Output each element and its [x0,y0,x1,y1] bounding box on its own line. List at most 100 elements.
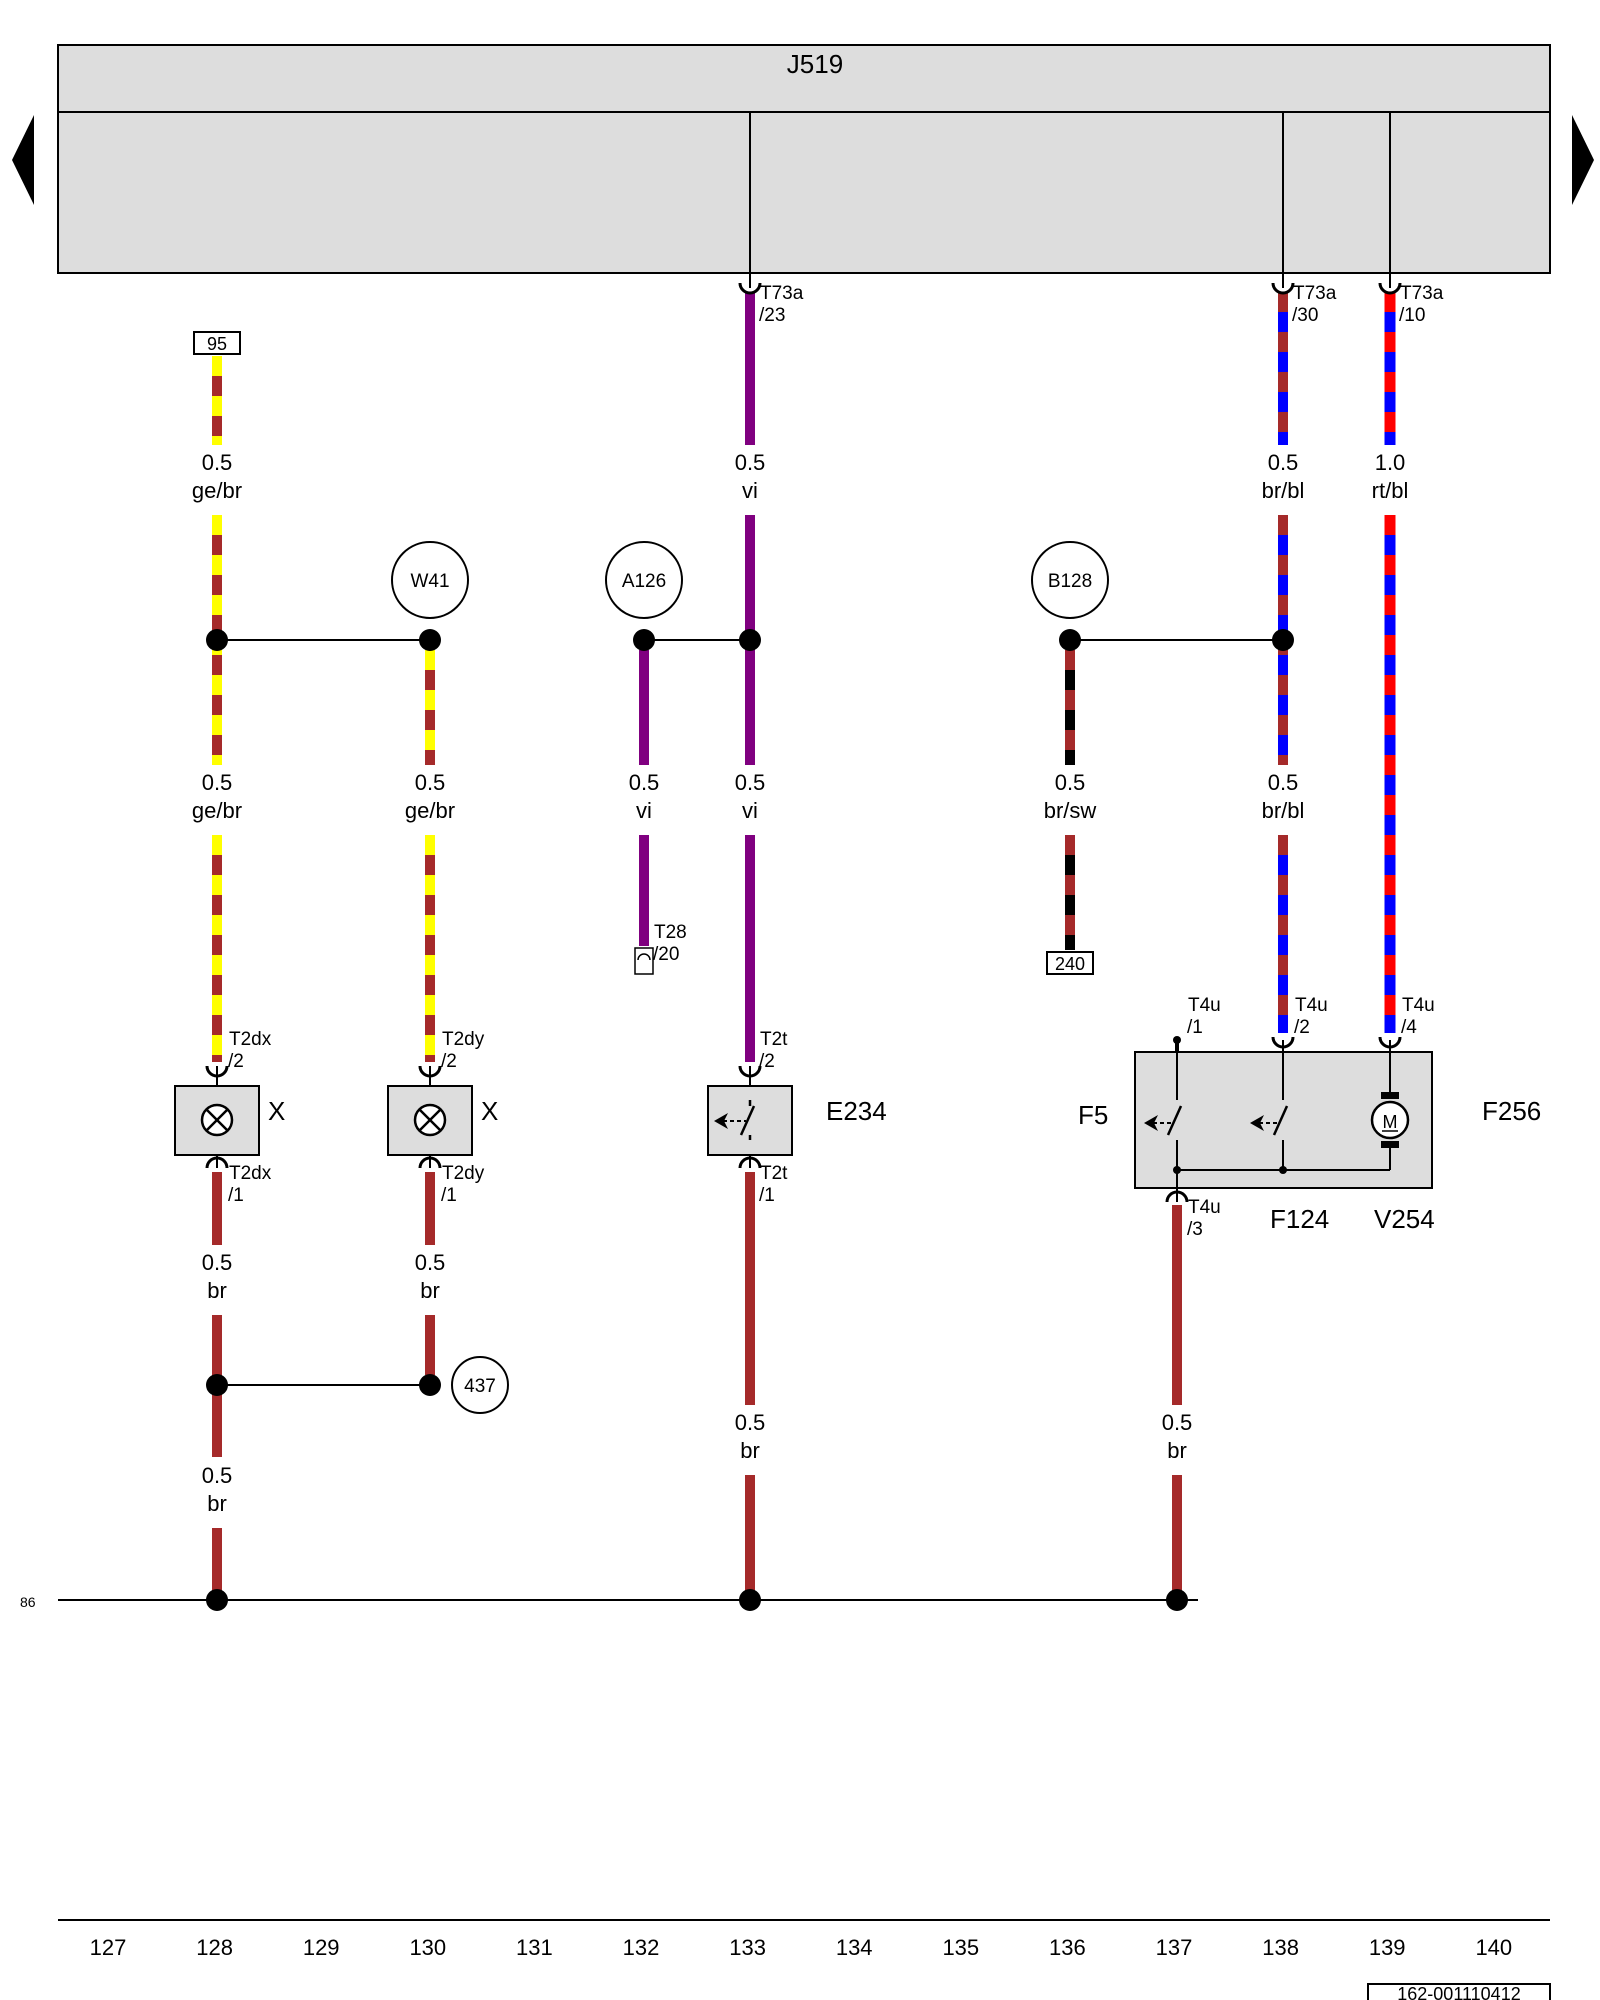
svg-text:E234: E234 [826,1096,887,1126]
svg-text:F256: F256 [1482,1096,1541,1126]
connector-pin-label: /20 [653,944,679,965]
svg-text:F124: F124 [1270,1204,1329,1234]
wire-color-label: br/bl [1262,478,1305,503]
connector-name-label: T2t [760,1163,788,1184]
connector-pin-label: /2 [441,1051,457,1072]
lamp-x-left[interactable]: X [174,1066,285,1168]
connector-name-label: T4u [1188,995,1221,1016]
unit-f256[interactable]: F256 [1134,1051,1541,1189]
track-number: 127 [90,1935,127,1960]
svg-text:A126: A126 [622,571,666,592]
switch-f5[interactable]: F5 [1078,1100,1183,1136]
connector-name-label: T73a [1400,283,1444,304]
wire-color-label: ge/br [405,798,455,823]
junction-circle-w41[interactable]: W41 [391,541,469,620]
motor-icon [1370,1100,1410,1140]
connector-name-label: T2dx [229,1163,272,1184]
svg-text:95: 95 [207,334,227,354]
next-page-arrow-icon[interactable] [1572,115,1594,205]
lamp-x-right[interactable]: X [387,1066,498,1168]
track-number: 134 [836,1935,873,1960]
control-unit-label: J519 [787,49,843,79]
wire-gauge-label: 0.5 [202,1250,233,1275]
wire-color-label: ge/br [192,478,242,503]
splice-dots [206,629,1294,1611]
wire-gauge-label: 0.5 [202,770,233,795]
junction-circle-437[interactable]: 437 [451,1356,509,1414]
connector-name-label: T4u [1402,995,1435,1016]
track-number: 133 [729,1935,766,1960]
wire-gauge-label: 0.5 [735,1410,766,1435]
connector-name-label: T2dy [442,1029,485,1050]
wire-color-label: br [1167,1438,1187,1463]
wire-color-label: vi [636,798,652,823]
connector-pin-label: /1 [1187,1017,1203,1038]
track-number: 130 [409,1935,446,1960]
wire-color-label: br [420,1278,440,1303]
splice-lines [58,639,1283,1601]
wire-gauge-label: 0.5 [1055,770,1086,795]
wire-labels: 0.5ge/br0.5ge/br0.5ge/br0.5br0.5br0.5br0… [192,450,1408,1516]
svg-text:240: 240 [1055,954,1085,974]
track-number: 140 [1475,1935,1512,1960]
wire-color-label: br [207,1491,227,1516]
wire-gauge-label: 0.5 [202,1463,233,1488]
connector-pin-label: /1 [759,1185,775,1206]
svg-text:437: 437 [464,1376,496,1397]
wire-color-label: br/bl [1262,798,1305,823]
svg-text:162-001110412: 162-001110412 [1397,1984,1520,2000]
connector-t28-socket [634,947,654,975]
connector-pin-label: /2 [228,1051,244,1072]
wire-color-label: vi [742,478,758,503]
control-unit-j519: J519 [57,44,1551,274]
connector-name-label: T2dy [442,1163,485,1184]
track-number: 128 [196,1935,233,1960]
connector-labels: T73a/23T73a/30T73a/10T2dx/2T2dx/1T2dy/2T… [228,283,1444,1240]
connector-pin-label: /23 [759,305,785,326]
wire-gauge-label: 0.5 [735,770,766,795]
drawing-number-box: 162-001110412 [1367,1983,1551,2000]
wire-color-label: vi [742,798,758,823]
svg-text:M: M [1383,1112,1398,1132]
wire-gauge-label: 0.5 [629,770,660,795]
wire-gauge-label: 0.5 [735,450,766,475]
track-number: 135 [942,1935,979,1960]
switch-e234[interactable]: E234 [707,1066,887,1168]
switch-actuator-icon [1144,1115,1158,1131]
reference-box-240[interactable]: 240 [1046,951,1094,975]
wire-color-label: br [207,1278,227,1303]
track-number: 136 [1049,1935,1086,1960]
wire-gauge-label: 0.5 [415,770,446,795]
ground-line-label: 86 [20,1594,36,1610]
connector-name-label: T4u [1295,995,1328,1016]
wire-gauge-label: 0.5 [1268,770,1299,795]
svg-text:V254: V254 [1374,1204,1435,1234]
motor-v254[interactable]: M V254 [1370,1092,1435,1234]
track-number: 138 [1262,1935,1299,1960]
track-number: 139 [1369,1935,1406,1960]
junction-circle-a126[interactable]: A126 [605,541,683,619]
track-number: 132 [623,1935,660,1960]
connector-name-label: T28 [654,922,687,943]
wire-color-label: rt/bl [1372,478,1409,503]
junction-circle-b128[interactable]: B128 [1031,541,1109,619]
wire-gauge-label: 0.5 [415,1250,446,1275]
switch-f124[interactable]: F124 [1250,1105,1329,1234]
svg-text:X: X [268,1096,285,1126]
svg-text:B128: B128 [1048,571,1092,592]
connector-pin-label: /2 [1294,1017,1310,1038]
svg-text:W41: W41 [410,571,449,592]
connector-pin-label: /30 [1292,305,1318,326]
wire-gauge-label: 0.5 [202,450,233,475]
switch-actuator-icon [1250,1115,1264,1131]
wire-gauge-label: 1.0 [1375,450,1406,475]
connector-pin-label: /1 [228,1185,244,1206]
previous-page-arrow-icon[interactable] [12,115,34,205]
connector-pin-label: /2 [759,1051,775,1072]
svg-text:F5: F5 [1078,1100,1108,1130]
wire-segments [212,292,1396,1595]
reference-box-95[interactable]: 95 [193,331,241,355]
wire-gauge-label: 0.5 [1268,450,1299,475]
